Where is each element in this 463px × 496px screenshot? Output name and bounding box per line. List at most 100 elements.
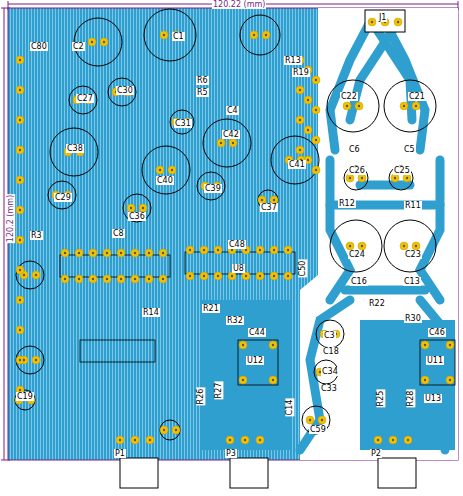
part-label: J1	[378, 13, 387, 22]
part-label: P3	[225, 449, 237, 458]
solder-pad	[374, 436, 382, 444]
part-label: R3	[30, 231, 43, 240]
drill-hole	[261, 199, 263, 201]
drill-hole	[273, 199, 275, 201]
solder-pad	[139, 204, 147, 212]
solder-pad	[16, 116, 24, 124]
solder-pad	[421, 376, 429, 384]
drill-hole	[23, 359, 25, 361]
drill-hole	[377, 439, 379, 441]
solder-pad	[117, 249, 125, 257]
solder-pad	[131, 249, 139, 257]
solder-pad	[312, 76, 320, 84]
part-label: U11	[426, 356, 444, 365]
solder-pad	[242, 272, 250, 280]
drill-hole	[299, 149, 301, 151]
solder-pad	[400, 102, 408, 110]
solder-pad	[16, 56, 24, 64]
drill-hole	[130, 207, 132, 209]
solder-pad	[217, 139, 225, 147]
solder-pad	[296, 146, 304, 154]
part-label: C34	[321, 367, 339, 376]
solder-pad	[214, 272, 222, 280]
drill-hole	[203, 249, 205, 251]
solder-pad	[159, 275, 167, 283]
solder-pad	[284, 246, 292, 254]
solder-pad	[186, 246, 194, 254]
drill-hole	[245, 249, 247, 251]
drill-hole	[19, 59, 21, 61]
solder-pad	[269, 376, 277, 384]
solder-pad	[131, 436, 139, 444]
solder-pad	[100, 38, 108, 46]
solder-pad	[16, 176, 24, 184]
copper-pour	[360, 320, 455, 450]
drill-hole	[148, 252, 150, 254]
solder-pad	[160, 31, 168, 39]
drill-hole	[91, 41, 93, 43]
connector-body	[120, 10, 416, 488]
solder-pad	[16, 146, 24, 154]
drill-hole	[19, 329, 21, 331]
part-label: C14	[285, 399, 294, 417]
solder-pad	[403, 174, 411, 182]
part-label: U12	[246, 356, 264, 365]
drill-hole	[315, 79, 317, 81]
drill-hole	[361, 177, 363, 179]
solder-pad	[343, 102, 351, 110]
solder-pad	[103, 249, 111, 257]
solder-pad	[89, 249, 97, 257]
drill-hole	[19, 389, 21, 391]
solder-pad	[117, 275, 125, 283]
drill-hole	[162, 252, 164, 254]
drill-hole	[371, 21, 373, 23]
drill-hole	[217, 249, 219, 251]
drill-hole	[217, 275, 219, 277]
drill-hole	[315, 169, 317, 171]
solder-pad	[61, 249, 69, 257]
solder-pad	[404, 436, 412, 444]
drill-hole	[242, 379, 244, 381]
drill-hole	[19, 209, 21, 211]
solder-pad	[270, 272, 278, 280]
part-label: C30	[116, 86, 134, 95]
drill-hole	[272, 379, 274, 381]
drill-hole	[78, 278, 80, 280]
drill-hole	[287, 249, 289, 251]
drill-hole	[106, 278, 108, 280]
drill-hole	[244, 439, 246, 441]
solder-pad	[262, 31, 270, 39]
part-label: R32	[226, 316, 244, 325]
solder-pad	[145, 275, 153, 283]
drill-hole	[103, 41, 105, 43]
drill-hole	[403, 245, 405, 247]
solder-pad	[16, 86, 24, 94]
part-label: C8	[112, 229, 125, 238]
solder-pad	[32, 271, 40, 279]
solder-pad	[214, 246, 222, 254]
part-label: R11	[404, 201, 422, 210]
solder-pad	[306, 416, 314, 424]
solder-pad	[127, 204, 135, 212]
part-label: C39	[204, 184, 222, 193]
drill-hole	[120, 252, 122, 254]
unpoured-area	[300, 8, 458, 460]
solder-pad	[446, 341, 454, 349]
part-label: R30	[404, 314, 422, 323]
part-label: C22	[340, 92, 358, 101]
solder-pad	[145, 249, 153, 257]
part-label: C42	[222, 130, 240, 139]
drill-hole	[424, 344, 426, 346]
drill-hole	[134, 439, 136, 441]
copper-pour	[200, 300, 290, 450]
solder-pad	[312, 106, 320, 114]
drill-hole	[259, 439, 261, 441]
solder-pad	[412, 102, 420, 110]
drill-hole	[106, 252, 108, 254]
part-label: R21	[202, 304, 220, 313]
drill-hole	[189, 275, 191, 277]
solder-pad	[168, 166, 176, 174]
part-label: C27	[76, 94, 94, 103]
solder-pad	[16, 266, 24, 274]
part-label: C31	[174, 119, 192, 128]
